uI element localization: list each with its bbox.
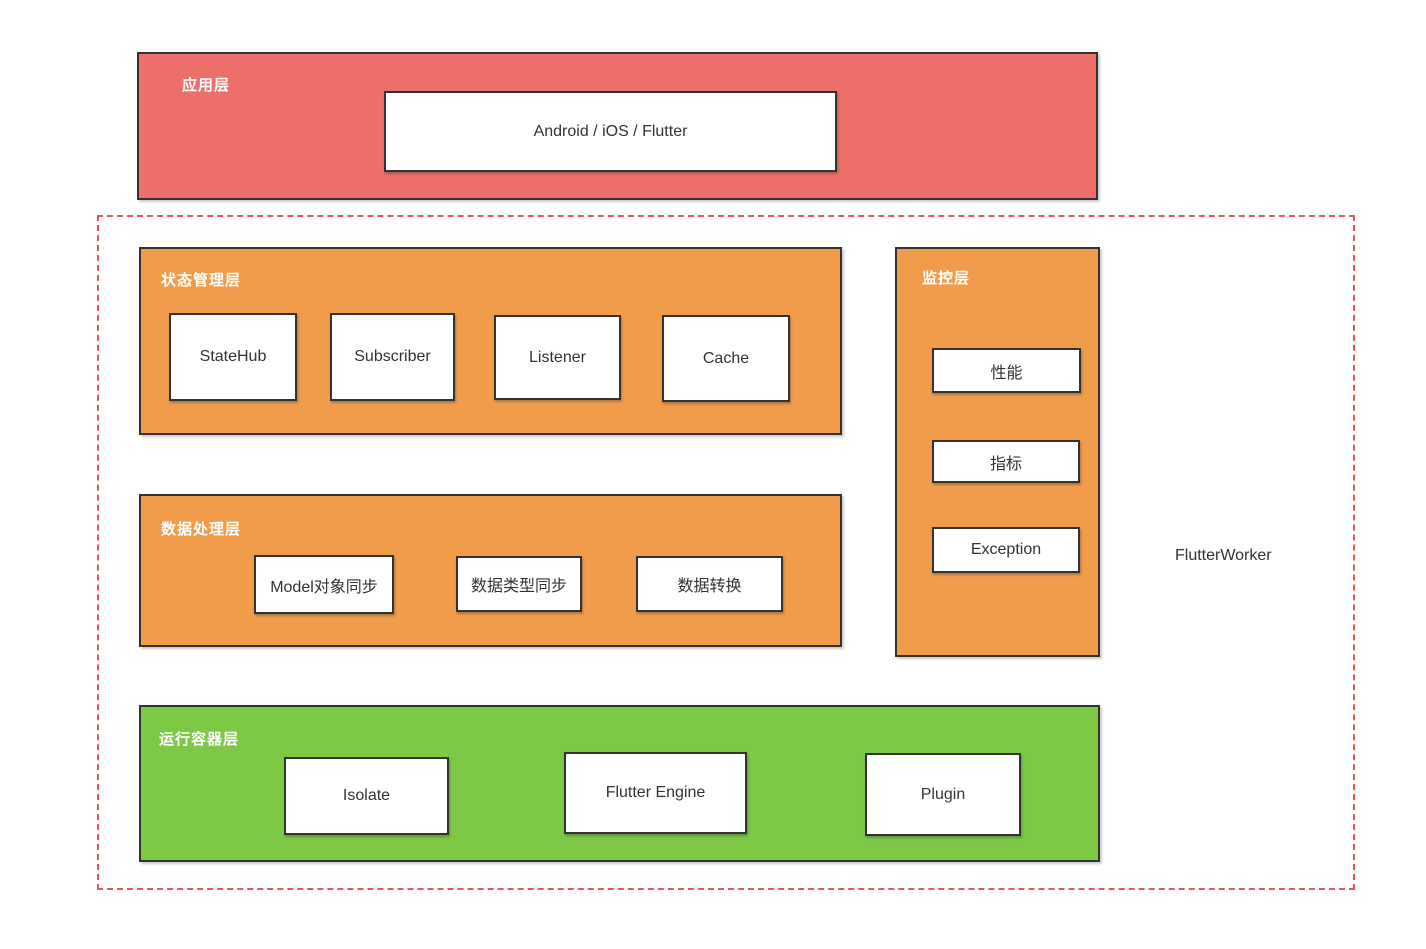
node-statehub: StateHub — [169, 313, 297, 401]
node-android-ios-flutter: Android / iOS / Flutter — [384, 91, 837, 172]
node-model-object-sync: Model对象同步 — [254, 555, 394, 614]
node-data-type-sync: 数据类型同步 — [456, 556, 582, 612]
node-exception: Exception — [932, 527, 1080, 573]
layer-runtime-container: 运行容器层 Isolate Flutter Engine Plugin — [139, 705, 1100, 862]
node-listener: Listener — [494, 315, 621, 400]
flutter-worker-group: FlutterWorker 状态管理层 StateHub Subscriber … — [97, 215, 1355, 890]
layer-data-processing-label: 数据处理层 — [161, 521, 242, 538]
layer-monitoring-label: 监控层 — [922, 270, 971, 287]
node-flutter-engine: Flutter Engine — [564, 752, 747, 834]
node-isolate: Isolate — [284, 757, 449, 835]
node-plugin: Plugin — [865, 753, 1021, 836]
node-subscriber: Subscriber — [330, 313, 455, 401]
layer-application: 应用层 Android / iOS / Flutter — [137, 52, 1098, 200]
flutter-worker-caption: FlutterWorker — [1175, 547, 1272, 564]
node-performance: 性能 — [932, 348, 1081, 393]
layer-application-label: 应用层 — [182, 77, 231, 94]
layer-state-management: 状态管理层 StateHub Subscriber Listener Cache — [139, 247, 842, 435]
node-data-transform: 数据转换 — [636, 556, 783, 612]
node-metrics: 指标 — [932, 440, 1080, 483]
layer-runtime-container-label: 运行容器层 — [159, 731, 240, 748]
layer-data-processing: 数据处理层 Model对象同步 数据类型同步 数据转换 — [139, 494, 842, 647]
layer-state-management-label: 状态管理层 — [161, 272, 242, 289]
layer-monitoring: 监控层 性能 指标 Exception — [895, 247, 1100, 657]
node-cache: Cache — [662, 315, 790, 402]
